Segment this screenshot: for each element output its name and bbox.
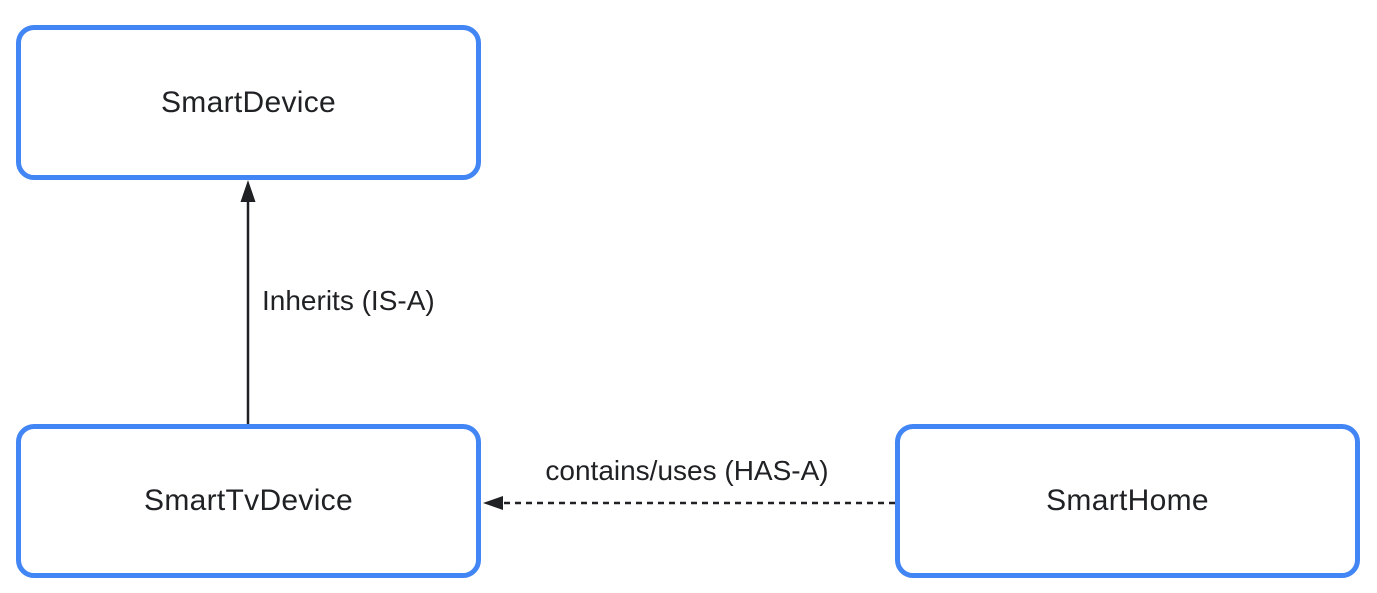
- node-smartdevice-label: SmartDevice: [160, 85, 336, 119]
- edge-label-has-a: contains/uses (HAS-A): [545, 455, 829, 486]
- edge-has-a: [483, 496, 895, 510]
- edge-label-inherits: Inherits (IS-A): [262, 285, 435, 316]
- arrowhead-up-icon: [240, 180, 256, 202]
- node-smarttvdevice: SmartTvDevice: [16, 424, 481, 578]
- node-smartdevice: SmartDevice: [16, 25, 481, 180]
- node-smarttvdevice-label: SmartTvDevice: [144, 484, 353, 517]
- node-smarthome-label: SmartHome: [1046, 484, 1209, 517]
- edge-inherits: [240, 180, 256, 424]
- node-smarthome: SmartHome: [895, 424, 1360, 578]
- arrowhead-left-icon: [483, 496, 503, 510]
